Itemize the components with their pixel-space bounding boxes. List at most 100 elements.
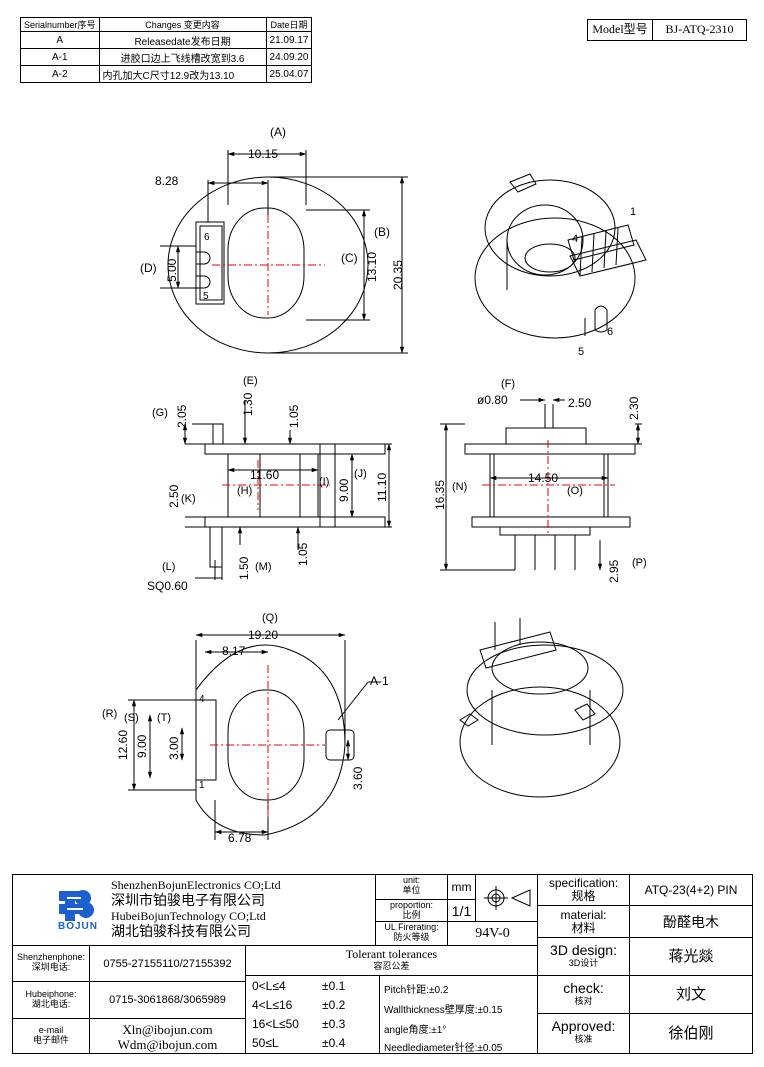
spec-label-cell: specification: 规格 bbox=[537, 875, 629, 905]
check-value: 刘文 bbox=[629, 975, 752, 1013]
dim-16-35: 16.35 bbox=[433, 480, 447, 510]
hb-phone-label-cell: Hubeiphone: 湖北电话: bbox=[13, 981, 89, 1018]
dim-1-05-bottom: 1.05 bbox=[296, 542, 310, 566]
tol-title: Tolerant tolerances bbox=[345, 947, 438, 961]
dim-2-95: 2.95 bbox=[607, 559, 621, 583]
rev-date: 25.04.07 bbox=[265, 65, 313, 83]
dim-3-00: 3.00 bbox=[167, 736, 181, 760]
ul-value: 94V-0 bbox=[447, 921, 537, 945]
dim-q-label: (Q) bbox=[262, 612, 278, 624]
dim-n-label: (N) bbox=[452, 481, 467, 493]
side-view bbox=[182, 400, 392, 580]
front-view bbox=[440, 397, 642, 571]
tol-value: ±0.4 bbox=[322, 1036, 346, 1050]
proportion-label: proportion: bbox=[389, 900, 434, 910]
hb-phone: 0715-3061868/3065989 bbox=[89, 981, 245, 1018]
dim-k-label: (K) bbox=[181, 493, 196, 505]
proportion-label-cn: 比例 bbox=[402, 910, 421, 920]
iso-pin-5: 5 bbox=[578, 346, 584, 358]
dim-1-50: 1.50 bbox=[237, 556, 251, 580]
dim-c-label: (C) bbox=[341, 251, 358, 265]
dim-2-50-front: 2.50 bbox=[568, 396, 592, 410]
check-label-cn: 核对 bbox=[574, 996, 593, 1006]
model-box: Model型号 BJ-ATQ-2310 bbox=[587, 19, 747, 41]
unit-label-cn: 单位 bbox=[402, 885, 421, 895]
tolerance-ranges: 0<L≤4 ±0.1 4<L≤16 ±0.2 16<L≤50 ±0.3 50≤L… bbox=[245, 975, 379, 1053]
dim-s-label: (S) bbox=[124, 712, 139, 724]
dim-2-05: 2.05 bbox=[175, 404, 189, 428]
email-2: Wdm@ibojun.com bbox=[117, 1037, 218, 1052]
dim-11-10: 11.10 bbox=[375, 473, 389, 502]
approved-value: 徐伯刚 bbox=[629, 1013, 752, 1053]
unit-label: unit: bbox=[402, 875, 420, 885]
approved-label: Approved: bbox=[551, 1018, 616, 1034]
dim-g-label: (G) bbox=[152, 407, 168, 419]
dim-0-80: ø0.80 bbox=[477, 393, 508, 407]
spec-value: ATQ-23(4+2) PIN bbox=[629, 875, 752, 905]
unit-label-cell: unit: 单位 bbox=[375, 875, 447, 899]
company-cn-2: 湖北铂骏科技有限公司 bbox=[111, 923, 251, 939]
dim-10-15: 10.15 bbox=[248, 147, 278, 161]
dim-9-00-bottom: 9.00 bbox=[135, 734, 149, 758]
iso-pin-6: 6 bbox=[607, 326, 613, 338]
hb-phone-label: Hubeiphone: bbox=[25, 989, 77, 999]
pin-label-1-bottom: 1 bbox=[199, 780, 205, 791]
dim-3-60: 3.60 bbox=[351, 766, 365, 790]
rev-row: A Releasedate发布日期 21.09.17 bbox=[20, 31, 313, 49]
rev-change: 内孔加大C尺寸12.9改为13.10 bbox=[98, 65, 267, 83]
dim-8-17: 8.17 bbox=[222, 644, 246, 658]
design-value: 蒋光燚 bbox=[629, 937, 752, 975]
approved-label-cell: Approved: 核准 bbox=[537, 1013, 629, 1053]
tol-range: 50≤L bbox=[252, 1036, 279, 1050]
tol-value: ±0.1 bbox=[322, 979, 346, 993]
tol-value: ±0.2 bbox=[322, 998, 346, 1012]
drawing-canvas: (A) 10.15 8.28 (B) (C) (D) 13.10 20.35 5… bbox=[102, 125, 647, 845]
title-block: BOJUN ShenzhenBojunElectronics CO;Ltd 深圳… bbox=[12, 874, 753, 1054]
dim-f-label: (F) bbox=[501, 378, 515, 390]
email-cell: Xln@ibojun.com Wdm@ibojun.com bbox=[89, 1018, 245, 1053]
tolerance-title-cell: Tolerant tolerances 容忍公差 bbox=[245, 945, 537, 975]
pin-label-6: 6 bbox=[204, 232, 210, 243]
check-label-cell: check: 核对 bbox=[537, 975, 629, 1013]
dim-j-label: (J) bbox=[354, 468, 367, 480]
pin-label-4-bottom: 4 bbox=[199, 694, 205, 705]
email-1: Xln@ibojun.com bbox=[122, 1022, 213, 1037]
top-view bbox=[160, 150, 408, 354]
dim-r-label: (R) bbox=[102, 708, 117, 720]
rev-row: A-1 进胶口边上飞线槽改宽到3.6 24.09.20 bbox=[20, 48, 313, 66]
dim-20-35: 20.35 bbox=[391, 260, 405, 290]
dim-t-label: (T) bbox=[157, 712, 171, 724]
ul-label: UL Firerating: bbox=[384, 922, 439, 932]
unit-value: mm bbox=[447, 875, 475, 899]
sz-phone-label-cn: 深圳电话: bbox=[31, 962, 71, 972]
proportion-label-cell: proportion: 比例 bbox=[375, 899, 447, 921]
dim-e-label: (E) bbox=[243, 375, 258, 387]
company-en-2: HubeiBojunTechnology CO;Ltd bbox=[111, 909, 266, 923]
dim-14-50: 14.50 bbox=[528, 471, 558, 485]
spec-label: specification: bbox=[548, 876, 619, 890]
company-cn-1: 深圳市铂骏电子有限公司 bbox=[111, 892, 265, 908]
dim-m-label: (M) bbox=[255, 561, 272, 573]
tol-range: 4<L≤16 bbox=[252, 998, 293, 1012]
bottom-view bbox=[128, 632, 380, 840]
tol-value: ±0.3 bbox=[322, 1017, 346, 1031]
proportion-value: 1/1 bbox=[447, 899, 475, 921]
iso-view-top bbox=[474, 173, 647, 339]
dim-i-label: (I) bbox=[319, 476, 329, 488]
company-area: BOJUN ShenzhenBojunElectronics CO;Ltd 深圳… bbox=[13, 875, 375, 945]
dim-h-label: (H) bbox=[237, 485, 252, 497]
tol-title-cn: 容忍公差 bbox=[373, 961, 410, 971]
tol-note: Pitch针距:±0.2 bbox=[384, 985, 449, 996]
projection-symbol bbox=[475, 875, 537, 921]
dim-5-00: 5.00 bbox=[165, 258, 179, 282]
bojun-logo: BOJUN bbox=[53, 887, 103, 935]
email-label: e-mail bbox=[38, 1025, 64, 1035]
dim-8-28: 8.28 bbox=[155, 174, 179, 188]
dim-9-00-side: 9.00 bbox=[337, 478, 351, 502]
dim-19-20: 19.20 bbox=[248, 628, 278, 642]
hb-phone-label-cn: 湖北电话: bbox=[31, 999, 71, 1009]
tol-note: Needlediameter针径:±0.05 bbox=[384, 1043, 503, 1054]
tol-range: 16<L≤50 bbox=[252, 1017, 299, 1031]
iso-pin-1: 1 bbox=[630, 206, 636, 218]
dim-l-label: (L) bbox=[162, 561, 175, 573]
